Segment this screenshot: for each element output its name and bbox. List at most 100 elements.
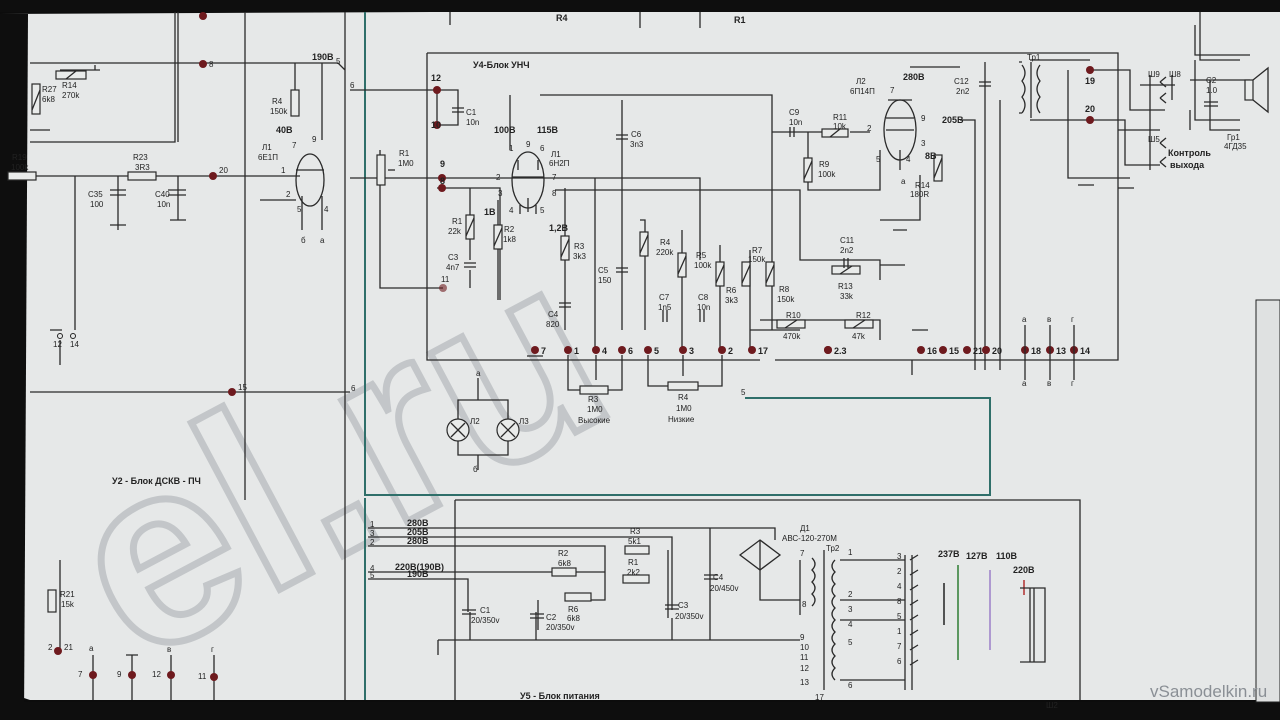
r6-ref: R6 [568, 605, 579, 614]
arrow-label: а [476, 369, 481, 378]
jack-sh8-label: Ш8 [1169, 70, 1181, 79]
speaker-icon [1244, 79, 1254, 101]
arrow-label: а [1022, 315, 1027, 324]
block-u5-title: У5 - Блок питания [520, 691, 600, 701]
winding-label: 2 [848, 590, 853, 599]
speaker-type: 4ГД35 [1224, 142, 1247, 151]
l1-type: 6Н2П [549, 159, 570, 168]
tap-220-label: 220В [1013, 565, 1035, 575]
r8-ref: R8 [779, 285, 790, 294]
supply-line-voltage: 280В [407, 536, 429, 546]
c8-value: 10n [697, 303, 710, 312]
tr1-ref: Тр1 [1027, 53, 1041, 62]
left-line-5: 5 [336, 57, 341, 66]
screen-background [0, 8, 1280, 700]
pot-bass-ref: R4 [678, 393, 689, 402]
c1-ref: C1 [466, 108, 477, 117]
supply-line-voltage: 220В(190В) [395, 562, 444, 572]
r4-ref: R4 [660, 238, 671, 247]
winding-label: 9 [800, 633, 805, 642]
left-voltage-40: 40В [276, 125, 293, 135]
pin-label: 7 [292, 141, 297, 150]
r10-ref: R10 [786, 311, 801, 320]
left-line-6b: 6 [351, 384, 356, 393]
r6-value: 6k8 [567, 614, 580, 623]
left-c40-ref: C40 [155, 190, 170, 199]
tap-label: 4 [897, 582, 902, 591]
left-terminal-20: 20 [219, 166, 228, 175]
top-r4-label: R4 [556, 13, 568, 23]
wire-harness [364, 12, 991, 700]
pin-label: 7 [890, 86, 895, 95]
terminal-label: 10 [431, 120, 441, 130]
pin-label: 1 [509, 144, 514, 153]
arrow-label: в [167, 645, 171, 654]
terminal-label: 1 [574, 346, 579, 356]
r2-value: 1k8 [503, 235, 516, 244]
pot-treble-label: Высокие [578, 416, 611, 425]
c4-ref: C4 [548, 310, 559, 319]
winding-label: 17 [815, 693, 824, 702]
supply-line-voltage: 280В [407, 518, 429, 528]
winding-label: 11 [800, 653, 809, 662]
c5-ref: C5 [598, 266, 609, 275]
r1-ref: R1 [628, 558, 639, 567]
tap-127-label: 127В [966, 551, 988, 561]
left-r14-ref: R14 [62, 81, 77, 90]
terminal-dot [644, 346, 652, 354]
left-r21-value: 15k [61, 600, 75, 609]
output-control-label-2: выхода [1170, 160, 1205, 170]
r9-value: 100k [818, 170, 836, 179]
terminal-label: 15 [949, 346, 959, 356]
c7-value: 1n5 [658, 303, 672, 312]
voltage-label: 205В [942, 115, 964, 125]
terminal-label: 11 [441, 275, 450, 284]
winding-label: 5 [848, 638, 853, 647]
lamp-l3-label: Л3 [519, 417, 529, 426]
c3-ref: C3 [448, 253, 459, 262]
pin-label: 9 [921, 114, 926, 123]
winding-label: 1 [848, 548, 853, 557]
u4-arrow-labels: аа вв гг [1022, 315, 1075, 388]
c2-ref: C2 [546, 613, 557, 622]
terminal-label: 13 [1056, 346, 1066, 356]
r1pot-ref: R1 [399, 149, 410, 158]
tap-label: 2 [897, 567, 902, 576]
terminal-label: 6 [628, 346, 633, 356]
arrow-label: а [320, 236, 325, 245]
left-c35-value: 100 [90, 200, 104, 209]
terminal-dot [618, 346, 626, 354]
r3-value: 5k1 [628, 537, 641, 546]
terminal-label: 21 [973, 346, 983, 356]
pin-label: 3 [498, 189, 503, 198]
arrow-label: б [473, 465, 478, 474]
r14-ref: R14 [915, 181, 930, 190]
terminal-dot [748, 346, 756, 354]
r1-value: 22k [448, 227, 462, 236]
winding-label: 7 [800, 549, 805, 558]
c8-ref: C8 [698, 293, 709, 302]
pin-label: 5 [297, 205, 302, 214]
supply-line-voltage: 205В [407, 527, 429, 537]
pot-bass-value: 1M0 [676, 404, 692, 413]
pin-label: 4 [324, 205, 329, 214]
c4-ref: C4 [713, 573, 724, 582]
terminal-dot [564, 346, 572, 354]
c12-value: 2n2 [956, 87, 970, 96]
left-terminal-15: 15 [238, 383, 247, 392]
diode-bridge-icon [738, 539, 782, 571]
left-c35-ref: C35 [88, 190, 103, 199]
winding-label: 4 [848, 620, 853, 629]
switch-label-12: 12 [53, 340, 62, 349]
pin-label: 6 [540, 144, 545, 153]
voltage-label: 1,2В [549, 223, 569, 233]
terminal-label: 20 [992, 346, 1002, 356]
supply-line-voltage: 190В [407, 569, 429, 579]
c2-value: 20/350v [546, 623, 574, 632]
d1-type: АВС-120-270М [782, 534, 837, 543]
c3-value: 20/350v [675, 612, 703, 621]
output-control-label: Контроль [1168, 148, 1211, 158]
tap-label: 6 [897, 657, 902, 666]
terminal-dot [939, 346, 947, 354]
winding-label: 8 [802, 600, 807, 609]
